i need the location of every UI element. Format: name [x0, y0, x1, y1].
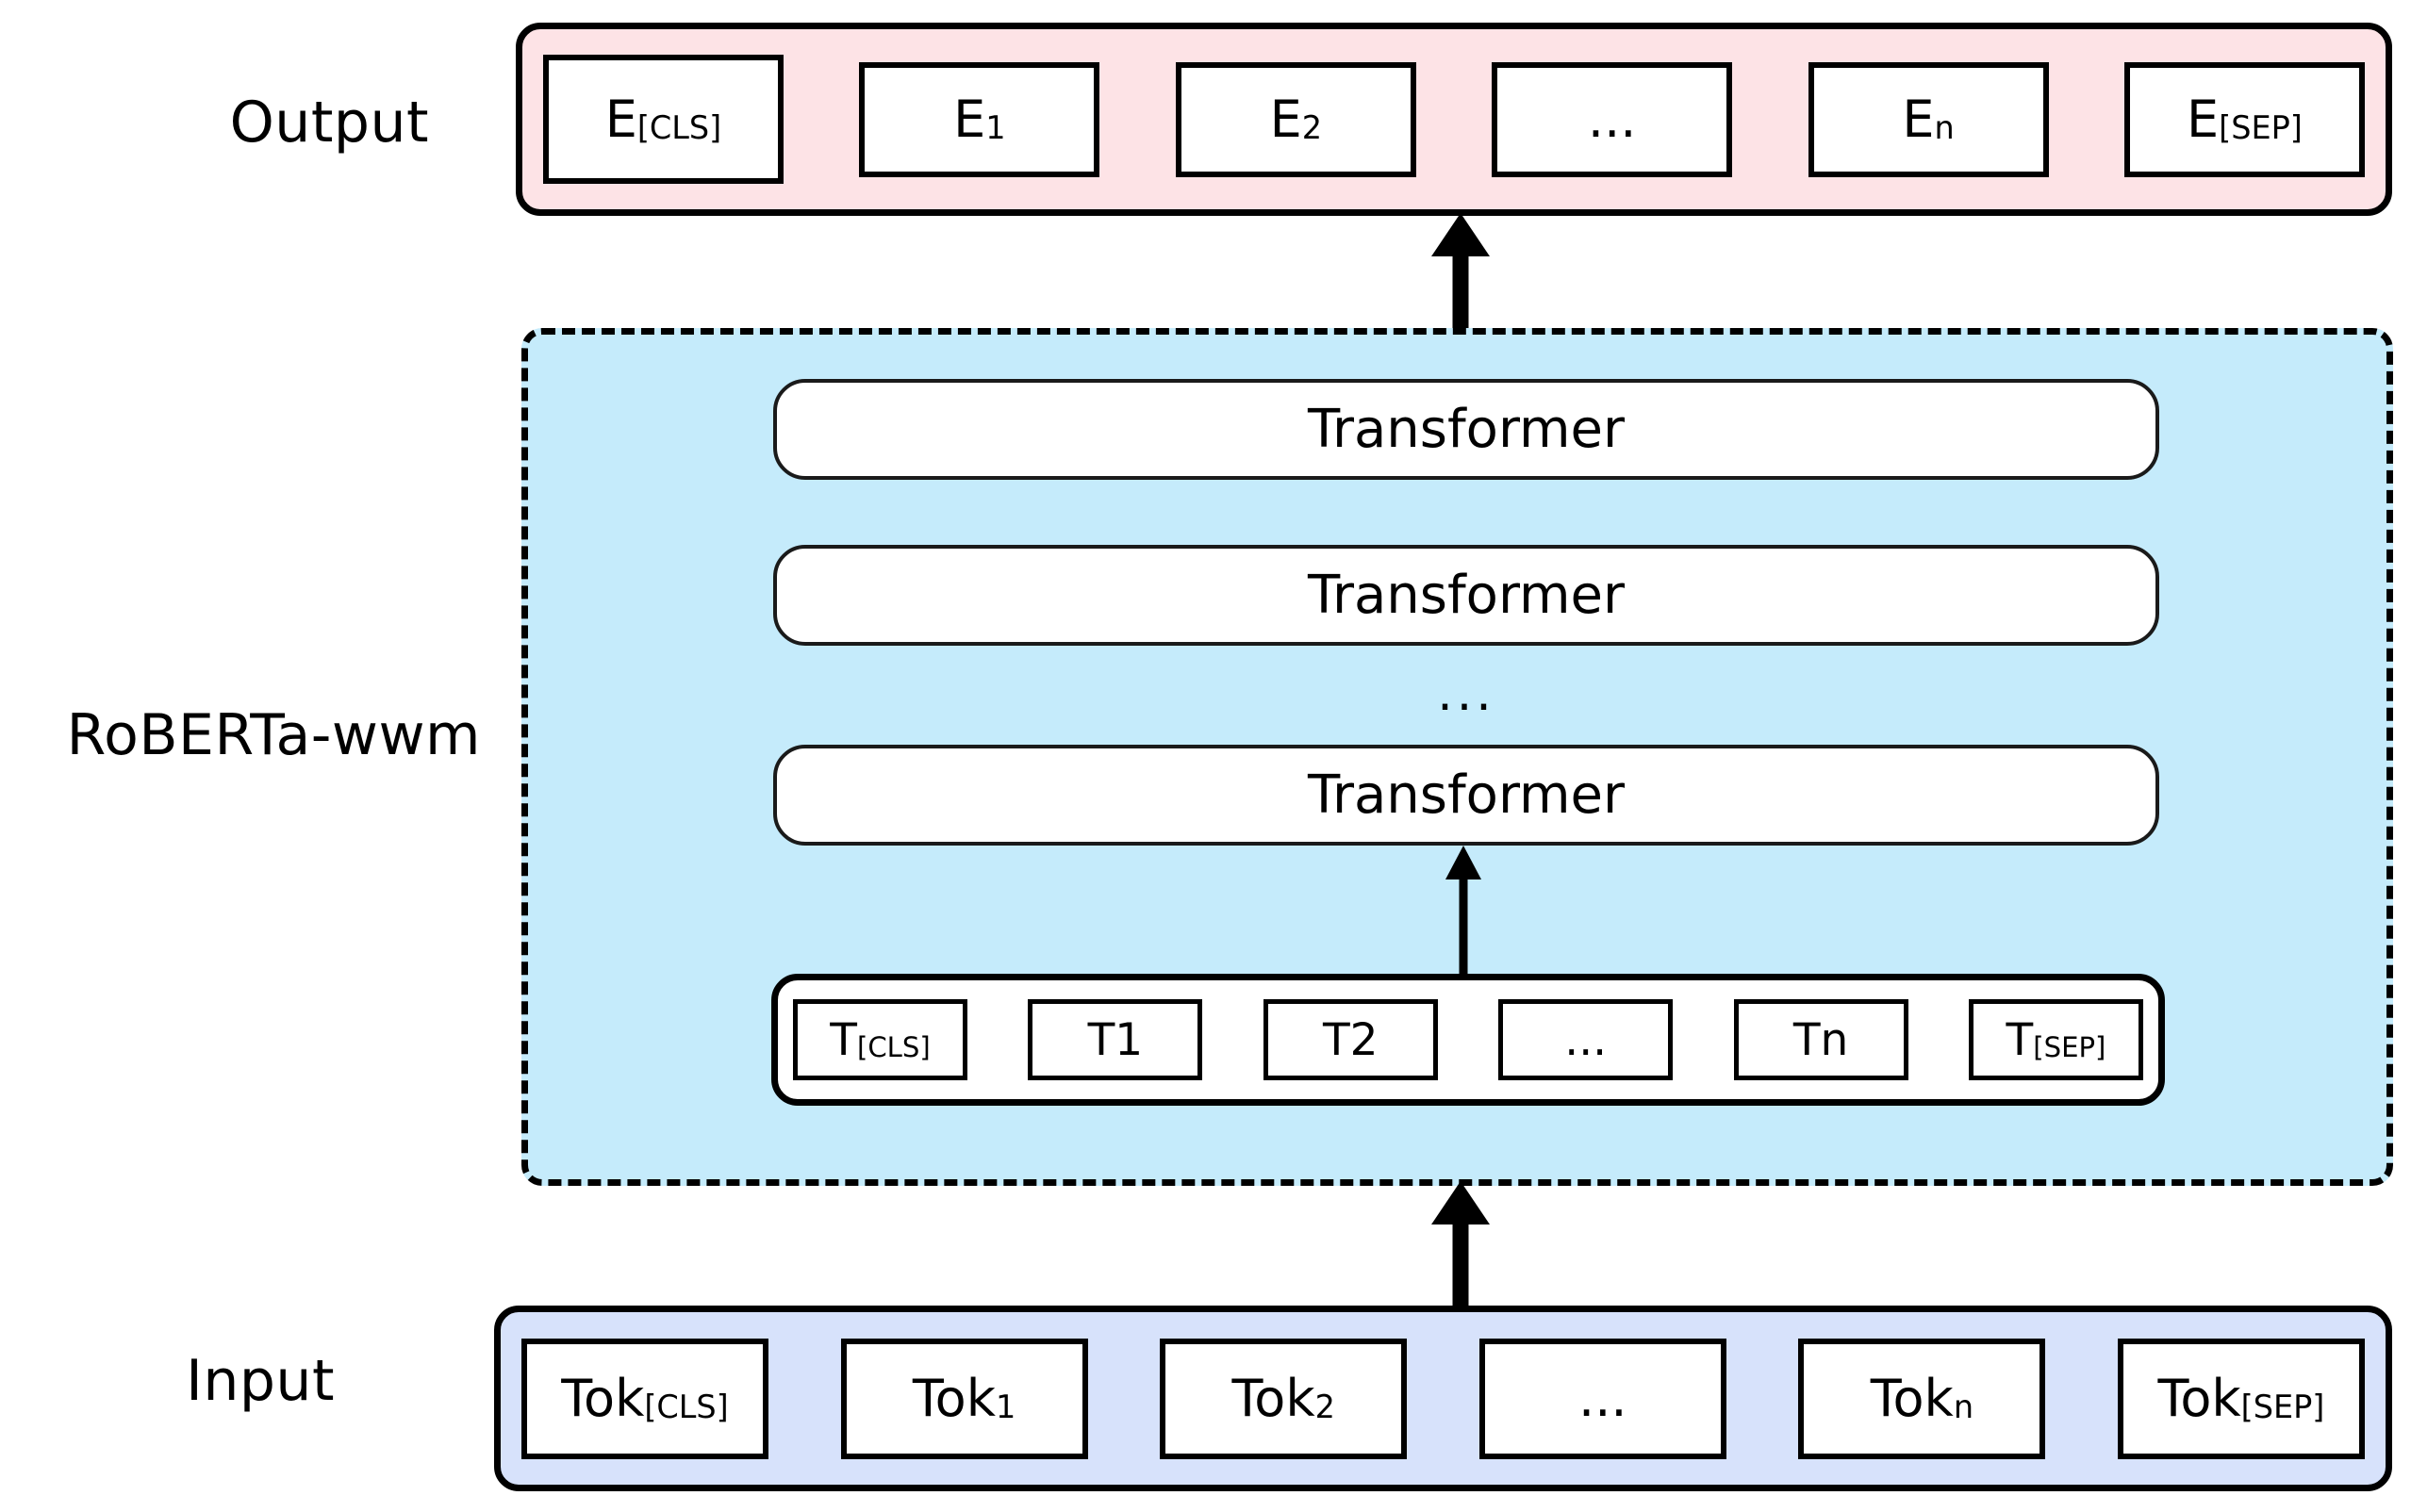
input-token-ellipsis: ...: [1478, 1338, 1726, 1459]
input-token-cls-sub: [CLS]: [644, 1389, 729, 1426]
arrow-shaft: [1459, 878, 1468, 979]
arrow-shaft: [1452, 1219, 1469, 1315]
input-token-2-base: Tok: [1231, 1368, 1315, 1428]
t-token-cls-sub: [CLS]: [856, 1030, 931, 1063]
output-row-label: Output: [229, 90, 429, 156]
arrow-head-up-icon: [1431, 213, 1490, 256]
arrow-head-up-icon: [1431, 1181, 1490, 1224]
arrow-head-up-icon: [1445, 846, 1481, 879]
input-token-cls-base: Tok: [561, 1368, 645, 1428]
t-token-sep: T[SEP]: [1968, 999, 2143, 1080]
input-token-sep-base: Tok: [2157, 1368, 2241, 1428]
output-token-1-base: E: [953, 89, 986, 149]
arrow-shaft: [1452, 251, 1469, 336]
t-token-2: T2: [1263, 999, 1438, 1080]
t-token-1-base: T1: [1087, 1013, 1144, 1066]
transformer-layer-top: Transformer: [773, 379, 2159, 480]
output-token-sep: E[SEP]: [2123, 61, 2365, 177]
input-token-sep: Tok[SEP]: [2117, 1338, 2365, 1459]
output-token-cls-base: E: [604, 89, 637, 149]
t-token-n: Tn: [1733, 999, 1908, 1080]
input-token-ellipsis-base: ...: [1578, 1368, 1627, 1428]
input-token-n-base: Tok: [1870, 1368, 1954, 1428]
t-token-ellipsis-base: ...: [1564, 1013, 1608, 1066]
t-token-1: T1: [1028, 999, 1203, 1080]
arrow-input-to-roberta-icon: [1418, 1181, 1503, 1315]
arrow-roberta-to-output-icon: [1418, 213, 1503, 336]
output-token-ellipsis: ...: [1492, 61, 1733, 177]
roberta-model-label: RoBERTa-wwm: [66, 702, 481, 768]
t-token-2-base: T2: [1322, 1013, 1379, 1066]
t-token-sep-sub: [SEP]: [2033, 1030, 2106, 1063]
arrow-tokens-to-transformer-icon: [1437, 846, 1490, 979]
output-token-sep-sub: [SEP]: [2219, 109, 2303, 147]
input-token-2-sub: 2: [1314, 1389, 1335, 1426]
output-token-n-sub: n: [1934, 109, 1955, 147]
input-token-cls: Tok[CLS]: [521, 1338, 768, 1459]
input-token-1-base: Tok: [912, 1368, 996, 1428]
output-token-1-sub: 1: [985, 109, 1006, 147]
input-token-n-sub: n: [1953, 1389, 1974, 1426]
output-token-ellipsis-base: ...: [1587, 89, 1637, 149]
transformer-layer-middle: Transformer: [773, 545, 2159, 646]
t-token-cls: T[CLS]: [793, 999, 967, 1080]
transformer-layer-bottom: Transformer: [773, 745, 2159, 846]
t-token-n-base: Tn: [1792, 1013, 1849, 1066]
token-embedding-strip: T[CLS] T1 T2 ... Tn T[SEP]: [771, 974, 2165, 1106]
t-token-row: T[CLS] T1 T2 ... Tn T[SEP]: [793, 999, 2143, 1080]
input-row-label: Input: [186, 1348, 335, 1414]
output-token-cls: E[CLS]: [543, 55, 784, 184]
input-token-1-sub: 1: [996, 1389, 1016, 1426]
output-token-n-base: E: [1902, 89, 1935, 149]
output-token-sep-base: E: [2187, 89, 2220, 149]
output-token-2-sub: 2: [1301, 109, 1322, 147]
t-token-sep-base: T: [2006, 1013, 2034, 1066]
transformer-stack-ellipsis: ...: [1437, 666, 1495, 722]
output-token-cls-sub: [CLS]: [636, 109, 722, 147]
output-token-2-base: E: [1269, 89, 1302, 149]
t-token-cls-base: T: [830, 1013, 857, 1066]
input-token-sep-sub: [SEP]: [2240, 1389, 2325, 1426]
t-token-ellipsis: ...: [1498, 999, 1674, 1080]
